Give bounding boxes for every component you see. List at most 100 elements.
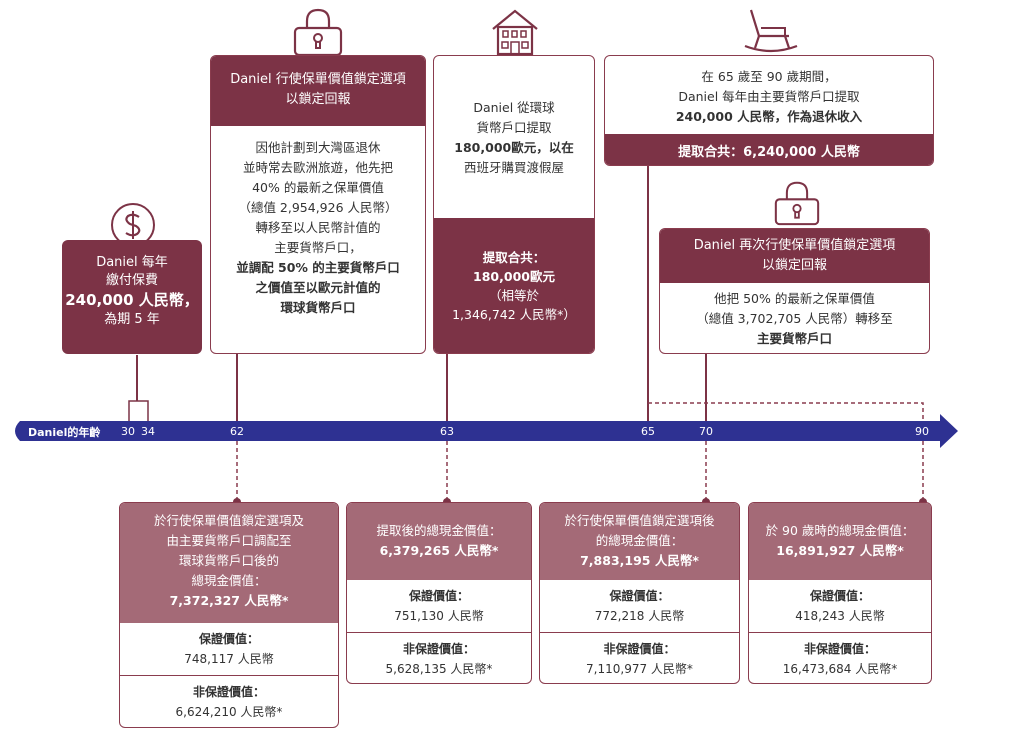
header-line: 環球貨幣戶口後的 xyxy=(178,553,279,568)
lock-option-box-62: Daniel 行使保單價值鎖定選項 以鎖定回報 因他計劃到大灣區退休 並時常去歐… xyxy=(210,55,426,354)
premium-line: Daniel 每年 xyxy=(96,255,168,270)
total-line: （相等於 xyxy=(488,288,539,303)
desc-line: 貨幣戶口提取 xyxy=(476,120,552,135)
tick-63: 63 xyxy=(440,425,454,438)
guaranteed-section: 保證價值： 772,218 人民幣 xyxy=(540,580,739,632)
tick-70: 70 xyxy=(699,425,713,438)
lock-icon xyxy=(774,181,820,226)
header-line: 於 90 歲時的總現金價值： xyxy=(765,523,915,538)
non-guaranteed-label: 非保證價值： xyxy=(803,642,876,656)
header-line: 的總現金價值： xyxy=(595,533,684,548)
cash-value-box-63: 提取後的總現金價值： 6,379,265 人民幣* 保證價值： 751,130 … xyxy=(346,502,532,684)
body-line: 並調配 50% 的主要貨幣戶口 xyxy=(236,260,400,275)
body-line: 主要貨幣戶口， xyxy=(274,240,362,255)
desc-line: Daniel 從環球 xyxy=(473,100,555,115)
rocking-chair-icon xyxy=(744,9,798,53)
total-line: 180,000歐元 xyxy=(473,269,555,284)
non-guaranteed-value: 6,624,210 人民幣* xyxy=(175,705,283,719)
body-line: 40% 的最新之保單價值 xyxy=(252,180,384,195)
guaranteed-label: 保證價值： xyxy=(198,632,259,646)
non-guaranteed-section: 非保證價值： 16,473,684 人民幣* xyxy=(749,632,931,679)
cash-value-header: 於 90 歲時的總現金價值： 16,891,927 人民幣* xyxy=(749,503,931,580)
header-line: Daniel 行使保單價值鎖定選項 xyxy=(230,72,406,87)
guaranteed-value: 751,130 人民幣 xyxy=(394,609,484,623)
house-icon xyxy=(492,9,538,56)
total-line: 提取合共：6,240,000 人民幣 xyxy=(678,145,860,160)
guaranteed-section: 保證價值： 751,130 人民幣 xyxy=(347,580,531,632)
non-guaranteed-label: 非保證價值： xyxy=(192,685,265,699)
lock-option-body: 因他計劃到大灣區退休 並時常去歐洲旅遊，他先把 40% 的最新之保單價值 （總值… xyxy=(211,126,425,318)
cash-value-box-62: 於行使保單價值鎖定選項及 由主要貨幣戶口調配至 環球貨幣戶口後的 總現金價值： … xyxy=(119,502,339,728)
header-line: 由主要貨幣戶口調配至 xyxy=(166,533,292,548)
header-line: 於行使保單價值鎖定選項後 xyxy=(564,513,715,528)
body-line: 轉移至以人民幣計值的 xyxy=(255,220,381,235)
cash-value-header: 於行使保單價值鎖定選項及 由主要貨幣戶口調配至 環球貨幣戶口後的 總現金價值： … xyxy=(120,503,338,623)
premium-amount: 240,000 人民幣， xyxy=(65,291,199,309)
total-cash-value: 7,883,195 人民幣* xyxy=(580,553,699,568)
desc-line: 180,000歐元，以在 xyxy=(454,140,574,155)
body-line: 環球貨幣戶口 xyxy=(280,300,356,315)
non-guaranteed-section: 非保證價值： 6,624,210 人民幣* xyxy=(120,675,338,722)
body-line: （總值 3,702,705 人民幣）轉移至 xyxy=(696,311,893,326)
premium-line: 繳付保費 xyxy=(105,273,158,288)
lock-icon xyxy=(293,8,343,57)
desc-line: 西班牙購買渡假屋 xyxy=(463,160,564,175)
non-guaranteed-value: 7,110,977 人民幣* xyxy=(586,662,693,676)
non-guaranteed-label: 非保證價值： xyxy=(402,642,475,656)
total-cash-value: 16,891,927 人民幣* xyxy=(776,543,904,558)
header-line: 總現金價值： xyxy=(191,573,267,588)
body-line: 並時常去歐洲旅遊，他先把 xyxy=(242,160,393,175)
tick-62: 62 xyxy=(230,425,244,438)
total-line: 1,346,742 人民幣*） xyxy=(452,307,576,322)
guaranteed-section: 保證價值： 748,117 人民幣 xyxy=(120,623,338,675)
lock-option-header: Daniel 再次行使保單價值鎖定選項 以鎖定回報 xyxy=(660,229,929,283)
header-line: Daniel 再次行使保單價值鎖定選項 xyxy=(693,238,896,253)
retirement-total: 提取合共：6,240,000 人民幣 xyxy=(605,134,933,165)
header-line: 於行使保單價值鎖定選項及 xyxy=(153,513,304,528)
body-line: 因他計劃到大灣區退休 xyxy=(255,140,381,155)
guaranteed-label: 保證價值： xyxy=(609,589,670,603)
non-guaranteed-value: 16,473,684 人民幣* xyxy=(782,662,898,676)
withdrawal-box-63: Daniel 從環球 貨幣戶口提取 180,000歐元，以在 西班牙購買渡假屋 … xyxy=(433,55,595,354)
lock-option-header: Daniel 行使保單價值鎖定選項 以鎖定回報 xyxy=(211,56,425,126)
desc-line: 240,000 人民幣，作為退休收入 xyxy=(675,109,863,124)
tick-90: 90 xyxy=(915,425,929,438)
premium-box: Daniel 每年 繳付保費 240,000 人民幣， 為期 5 年 xyxy=(62,240,202,354)
withdrawal-total: 提取合共： 180,000歐元 （相等於 1,346,742 人民幣*） xyxy=(434,218,594,353)
total-cash-value: 6,379,265 人民幣* xyxy=(379,543,499,558)
tick-34: 34 xyxy=(141,425,155,438)
body-line: 他把 50% 的最新之保單價值 xyxy=(714,291,875,306)
cash-value-header: 提取後的總現金價值： 6,379,265 人民幣* xyxy=(347,503,531,580)
guaranteed-label: 保證價值： xyxy=(809,589,870,603)
lock-option-box-70: Daniel 再次行使保單價值鎖定選項 以鎖定回報 他把 50% 的最新之保單價… xyxy=(659,228,930,354)
total-line: 提取合共： xyxy=(482,250,546,265)
header-line: 提取後的總現金價值： xyxy=(376,523,502,538)
non-guaranteed-section: 非保證價值： 5,628,135 人民幣* xyxy=(347,632,531,679)
total-cash-value: 7,372,327 人民幣* xyxy=(169,593,289,608)
cash-value-box-90: 於 90 歲時的總現金價值： 16,891,927 人民幣* 保證價值： 418… xyxy=(748,502,932,684)
non-guaranteed-section: 非保證價值： 7,110,977 人民幣* xyxy=(540,632,739,679)
cash-value-box-70: 於行使保單價值鎖定選項後 的總現金價值： 7,883,195 人民幣* 保證價值… xyxy=(539,502,740,684)
tick-30: 30 xyxy=(121,425,135,438)
body-line: （總值 2,954,926 人民幣） xyxy=(238,200,398,215)
retirement-income-box: 在 65 歲至 90 歲期間， Daniel 每年由主要貨幣戶口提取 240,0… xyxy=(604,55,934,166)
guaranteed-section: 保證價值： 418,243 人民幣 xyxy=(749,580,931,632)
desc-line: Daniel 每年由主要貨幣戶口提取 xyxy=(678,89,860,104)
body-line: 主要貨幣戶口 xyxy=(756,331,832,346)
axis-label: Daniel的年齡 xyxy=(28,426,101,439)
header-line: 以鎖定回報 xyxy=(285,92,351,107)
withdrawal-description: Daniel 從環球 貨幣戶口提取 180,000歐元，以在 西班牙購買渡假屋 xyxy=(434,56,594,218)
guaranteed-value: 748,117 人民幣 xyxy=(184,652,274,666)
non-guaranteed-value: 5,628,135 人民幣* xyxy=(385,662,493,676)
non-guaranteed-label: 非保證價值： xyxy=(603,642,676,656)
desc-line: 在 65 歲至 90 歲期間， xyxy=(701,69,837,84)
body-line: 之價值至以歐元計值的 xyxy=(255,280,381,295)
cash-value-header: 於行使保單價值鎖定選項後 的總現金價值： 7,883,195 人民幣* xyxy=(540,503,739,580)
premium-line: 為期 5 年 xyxy=(104,312,160,327)
guaranteed-label: 保證價值： xyxy=(408,589,469,603)
guaranteed-value: 772,218 人民幣 xyxy=(594,609,685,623)
header-line: 以鎖定回報 xyxy=(761,258,827,273)
lock-option-body: 他把 50% 的最新之保單價值 （總值 3,702,705 人民幣）轉移至 主要… xyxy=(660,283,929,349)
tick-65: 65 xyxy=(641,425,655,438)
retirement-description: 在 65 歲至 90 歲期間， Daniel 每年由主要貨幣戶口提取 240,0… xyxy=(605,56,933,134)
